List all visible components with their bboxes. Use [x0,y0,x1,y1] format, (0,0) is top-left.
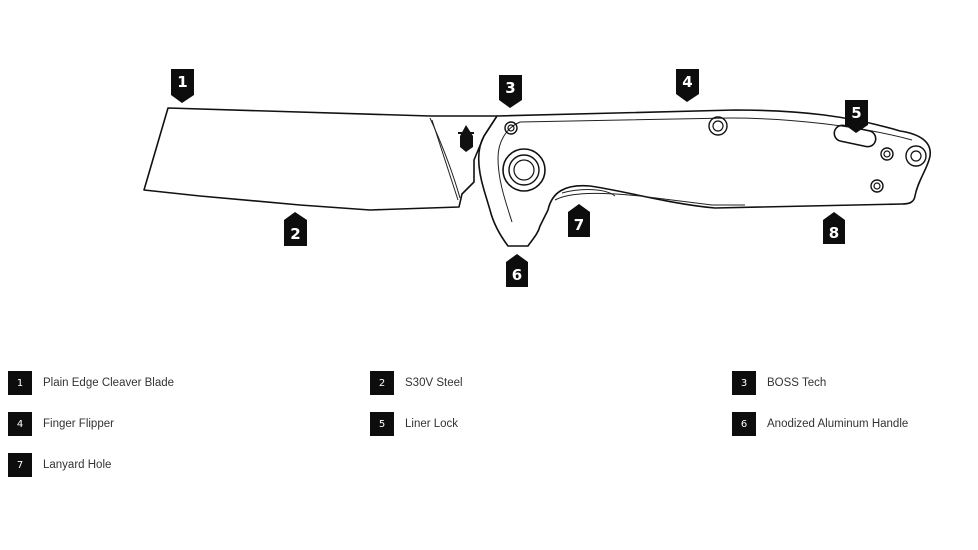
marker-5: 5 [845,100,868,133]
legend-item: 5 Liner Lock [370,412,458,436]
legend-number-badge: 7 [8,453,32,477]
legend-label: Anodized Aluminum Handle [767,418,909,430]
legend-label: BOSS Tech [767,377,827,389]
legend-item: 7 Lanyard Hole [8,453,111,477]
marker-3: 3 [499,75,522,108]
marker-label: 5 [851,104,861,122]
marker-8: 8 [823,212,845,244]
legend-label: S30V Steel [405,377,463,389]
legend-label: Lanyard Hole [43,459,112,471]
marker-7: 7 [568,204,590,237]
legend-item: 3 BOSS Tech [732,371,826,395]
legend-label: Liner Lock [405,418,459,430]
marker-label: 2 [290,225,300,243]
marker-1: 1 [171,69,194,103]
legend-number-badge: 1 [8,371,32,395]
marker-6: 6 [506,254,528,287]
marker-label: 1 [177,73,187,91]
knife-diagram: 1 2 3 4 5 6 7 8 [143,69,931,287]
legend-label: Finger Flipper [43,418,114,430]
legend-item: 2 S30V Steel [370,371,463,395]
pivot-screw-icon [502,148,546,192]
legend-number-badge: 3 [732,371,756,395]
marker-label: 7 [574,216,584,234]
legend-item: 6 Anodized Aluminum Handle [732,412,908,436]
screw-icon [504,116,927,193]
legend-item: 1 Plain Edge Cleaver Blade [8,371,174,395]
knife-handle [477,109,931,247]
legend-label: Plain Edge Cleaver Blade [43,377,175,389]
marker-2: 2 [284,212,307,246]
knife-blade [143,107,498,211]
legend-number-badge: 5 [370,412,394,436]
legend-number-badge: 6 [732,412,756,436]
legend-number-badge: 4 [8,412,32,436]
legend-item: 4 Finger Flipper [8,412,114,436]
marker-label: 4 [682,73,692,91]
gerber-logo-icon [458,125,474,152]
legend-number-badge: 2 [370,371,394,395]
marker-label: 8 [829,224,839,242]
marker-4: 4 [676,69,699,102]
marker-label: 6 [512,266,522,284]
marker-label: 3 [505,79,515,97]
